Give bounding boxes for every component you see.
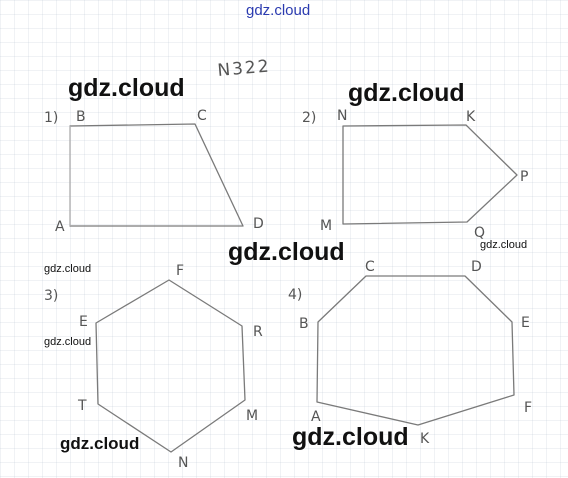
exercise-number: N322 [217, 56, 272, 81]
vertex-label-n: N [337, 108, 347, 124]
vertex-label-n-hex: N [178, 455, 188, 471]
vertex-label-q: Q [474, 225, 485, 241]
vertex-label-b-hept: B [299, 316, 309, 332]
figure-2-number: 2) [302, 110, 316, 126]
watermark-bottom-left: gdz.cloud [60, 434, 140, 453]
figure-1: 1) B C D A [44, 108, 264, 235]
vertex-label-e-hept: E [521, 315, 530, 331]
vertex-label-k: K [466, 109, 476, 125]
vertex-label-t: T [77, 398, 87, 414]
vertex-label-d: D [253, 216, 264, 232]
vertex-label-b: B [76, 109, 86, 125]
vertex-label-p: P [520, 169, 528, 185]
watermark-figure-1: gdz.cloud [68, 74, 185, 102]
vertex-label-f-hept: F [524, 400, 532, 416]
vertex-label-e: E [79, 314, 88, 330]
figure-1-trapezoid [69, 123, 244, 227]
figure-3-number: 3) [44, 288, 58, 304]
vertex-label-a: A [55, 219, 65, 235]
figure-4: 4) C D E F K A B [288, 259, 532, 447]
watermark-bottom-right: gdz.cloud [292, 423, 409, 451]
figure-2: 2) N K P Q M [302, 108, 528, 241]
vertex-label-m-hex: M [246, 408, 258, 424]
watermark-small-left-1: gdz.cloud [44, 263, 92, 275]
figure-3-hexagon [95, 279, 246, 453]
figure-2-pentagon [342, 124, 518, 225]
vertex-label-d-hept: D [471, 259, 482, 275]
vertex-label-m: M [320, 218, 332, 234]
watermark-top: gdz.cloud [246, 2, 311, 19]
watermark-center: gdz.cloud [228, 238, 345, 266]
vertex-label-r: R [253, 324, 263, 340]
vertex-label-a-hept: A [311, 409, 321, 425]
figure-4-heptagon [316, 275, 515, 426]
vertex-label-f: F [176, 263, 184, 279]
vertex-label-c: C [197, 108, 207, 124]
watermark-small-right: gdz.cloud [480, 239, 528, 251]
figure-1-number: 1) [44, 110, 58, 126]
figure-3: 3) F R M N T E [44, 263, 263, 471]
watermark-figure-2: gdz.cloud [348, 79, 465, 107]
vertex-label-k-hept: K [420, 431, 430, 447]
figure-4-number: 4) [288, 287, 302, 303]
vertex-label-c-hept: C [365, 259, 375, 275]
watermark-small-left-2: gdz.cloud [44, 336, 92, 348]
